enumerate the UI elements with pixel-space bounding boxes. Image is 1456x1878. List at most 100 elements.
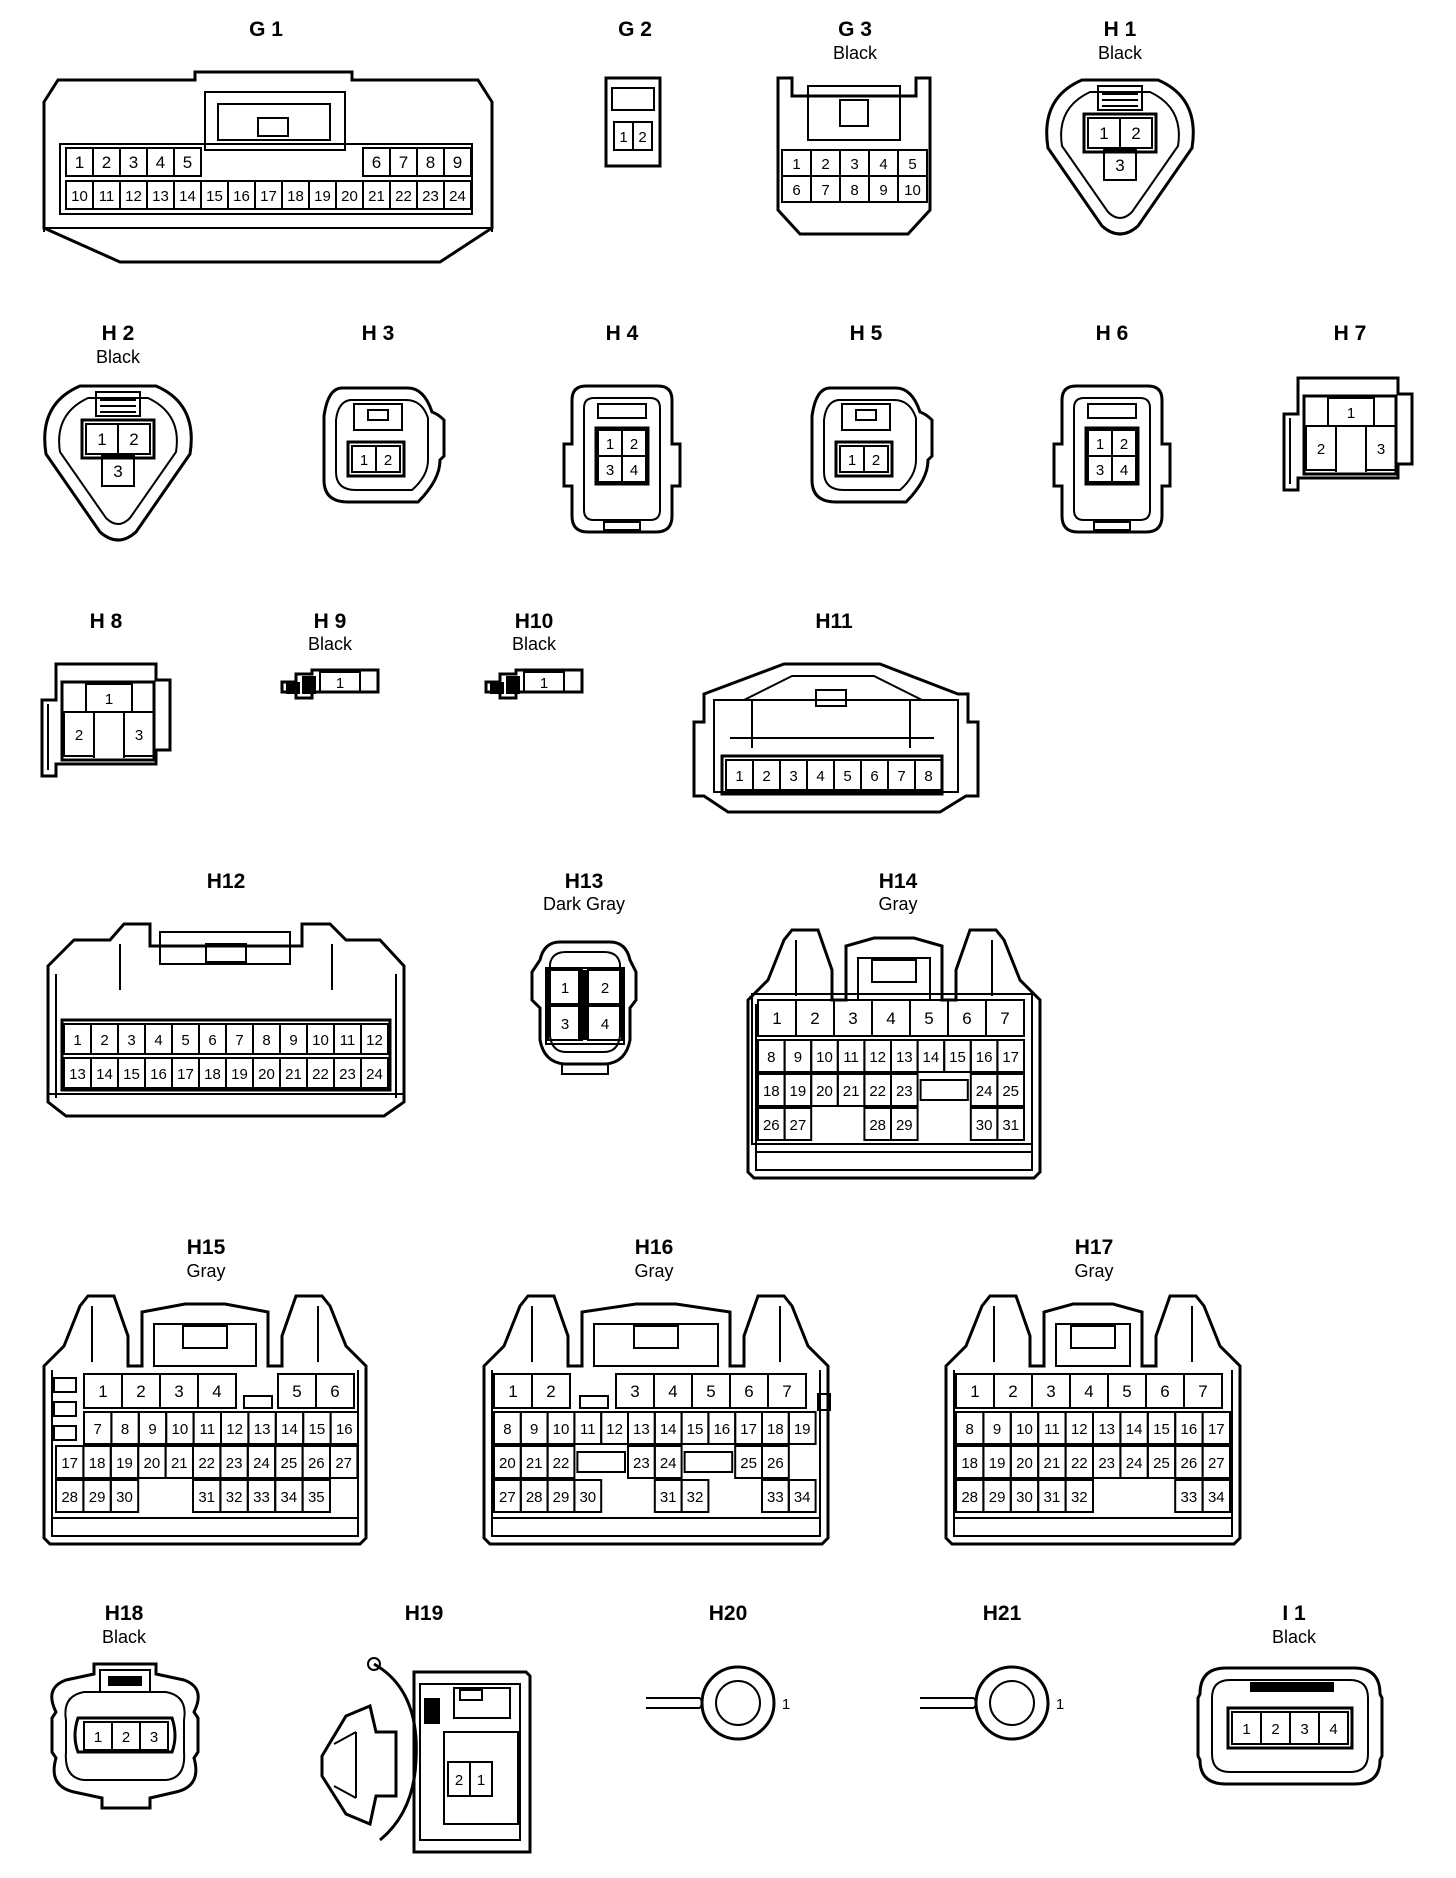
connector-detail (108, 1676, 142, 1686)
pin-cell (1064, 1479, 1094, 1513)
connector-detail (989, 1680, 1035, 1726)
pin-number: 19 (116, 1455, 133, 1472)
pin-number: 3 (789, 768, 797, 785)
pin-number: 18 (287, 188, 304, 205)
pin-number: 25 (1002, 1083, 1019, 1100)
pin-number: 2 (1317, 441, 1325, 458)
connector-detail (182, 1325, 228, 1349)
pin-cell (761, 1445, 790, 1479)
connector-detail (286, 682, 300, 694)
pin-number: 22 (1071, 1455, 1088, 1472)
pin-number: 15 (949, 1049, 966, 1066)
connector-outline (491, 1370, 821, 1537)
pin-number: 32 (1071, 1489, 1088, 1506)
connector-outline (993, 1306, 1193, 1362)
pin-number: 4 (1329, 1721, 1337, 1738)
pin-number: 2 (872, 452, 880, 469)
connector-outline (42, 1294, 368, 1546)
pin-number: 14 (96, 1066, 113, 1083)
connector-detail (700, 1665, 776, 1741)
pin-number: 17 (1002, 1049, 1019, 1066)
pin-cell (1103, 149, 1137, 181)
pin-number: 1 (73, 1032, 81, 1049)
pin-number: 2 (810, 1009, 819, 1028)
pin-number: 2 (1008, 1382, 1017, 1401)
pin-number: 1 (360, 452, 368, 469)
connector-color-label: Black (96, 347, 141, 367)
pin-number: 34 (794, 1489, 811, 1506)
pin-cell (85, 683, 133, 713)
pin-cell (109, 1479, 140, 1513)
connector-label: H 6 (1096, 322, 1129, 345)
connector-outline (692, 662, 980, 814)
pin-number: 18 (89, 1455, 106, 1472)
pin-number: 31 (1002, 1117, 1019, 1134)
pin-number: 21 (1044, 1455, 1061, 1472)
pin-number: 22 (553, 1455, 570, 1472)
pin-cell (890, 1073, 919, 1107)
pin-number: 9 (879, 182, 887, 199)
pin-number: 23 (1098, 1455, 1115, 1472)
pin-number: 20 (341, 188, 358, 205)
connector-detail (243, 1395, 273, 1409)
pin-number: 1 (98, 1382, 107, 1401)
connector-outline (335, 399, 429, 491)
pin-number: 16 (233, 188, 250, 205)
pin-number: 8 (767, 1049, 775, 1066)
pin-number: 1 (1347, 405, 1355, 422)
pin-number: 22 (312, 1066, 329, 1083)
connector-label: G 2 (618, 18, 652, 41)
connector-outline (58, 397, 178, 525)
pin-number: 5 (1122, 1382, 1131, 1401)
pin-number: 1 (619, 129, 627, 146)
pin-number: 17 (1208, 1421, 1225, 1438)
pin-number: 3 (1300, 1721, 1308, 1738)
pin-cell (360, 1057, 389, 1089)
connector-label: H11 (815, 610, 853, 633)
pin-number: 20 (258, 1066, 275, 1083)
connector-label: H21 (983, 1602, 1022, 1625)
pin-number: 1 (1096, 436, 1104, 453)
pin-number: 2 (102, 153, 111, 172)
pin-number: 15 (1153, 1421, 1170, 1438)
pin-number: 28 (961, 1489, 978, 1506)
pin-number: 34 (281, 1489, 298, 1506)
pin-number: 4 (154, 1032, 162, 1049)
pin-cell (117, 423, 151, 455)
pin-number: 9 (453, 153, 462, 172)
connector-outline (807, 85, 901, 141)
connector-outline (823, 399, 917, 491)
pin-cell (653, 1445, 683, 1479)
pin-number: 26 (763, 1117, 780, 1134)
pin-number: 6 (330, 1382, 339, 1401)
pin-number: 14 (281, 1421, 298, 1438)
pin-cell (1201, 1479, 1231, 1513)
connector-outline (42, 70, 494, 264)
pin-cell (375, 445, 401, 473)
pin-number: 12 (606, 1421, 623, 1438)
connector-detail (506, 676, 520, 694)
pin-number: 4 (156, 153, 165, 172)
pin-number: 18 (204, 1066, 221, 1083)
pin-number: 2 (1120, 436, 1128, 453)
pin-number: 1 (735, 768, 743, 785)
pin-cell (315, 1373, 355, 1409)
connector-detail (346, 440, 406, 478)
pin-number: 11 (99, 188, 115, 205)
pin-number: 4 (601, 1016, 609, 1033)
pin-number: 10 (816, 1049, 833, 1066)
connector-outline (159, 931, 291, 965)
connector-detail (367, 1657, 381, 1671)
pin-cell (319, 671, 361, 693)
connector-label: H 3 (362, 322, 395, 345)
pin-number: 27 (335, 1455, 352, 1472)
pin-number: 2 (638, 129, 646, 146)
connector-outline (1211, 1679, 1369, 1773)
connector-label: H17 (1075, 1236, 1114, 1259)
pin-number: 8 (426, 153, 435, 172)
pin-number: 21 (843, 1083, 860, 1100)
pin-number: 14 (1126, 1421, 1143, 1438)
